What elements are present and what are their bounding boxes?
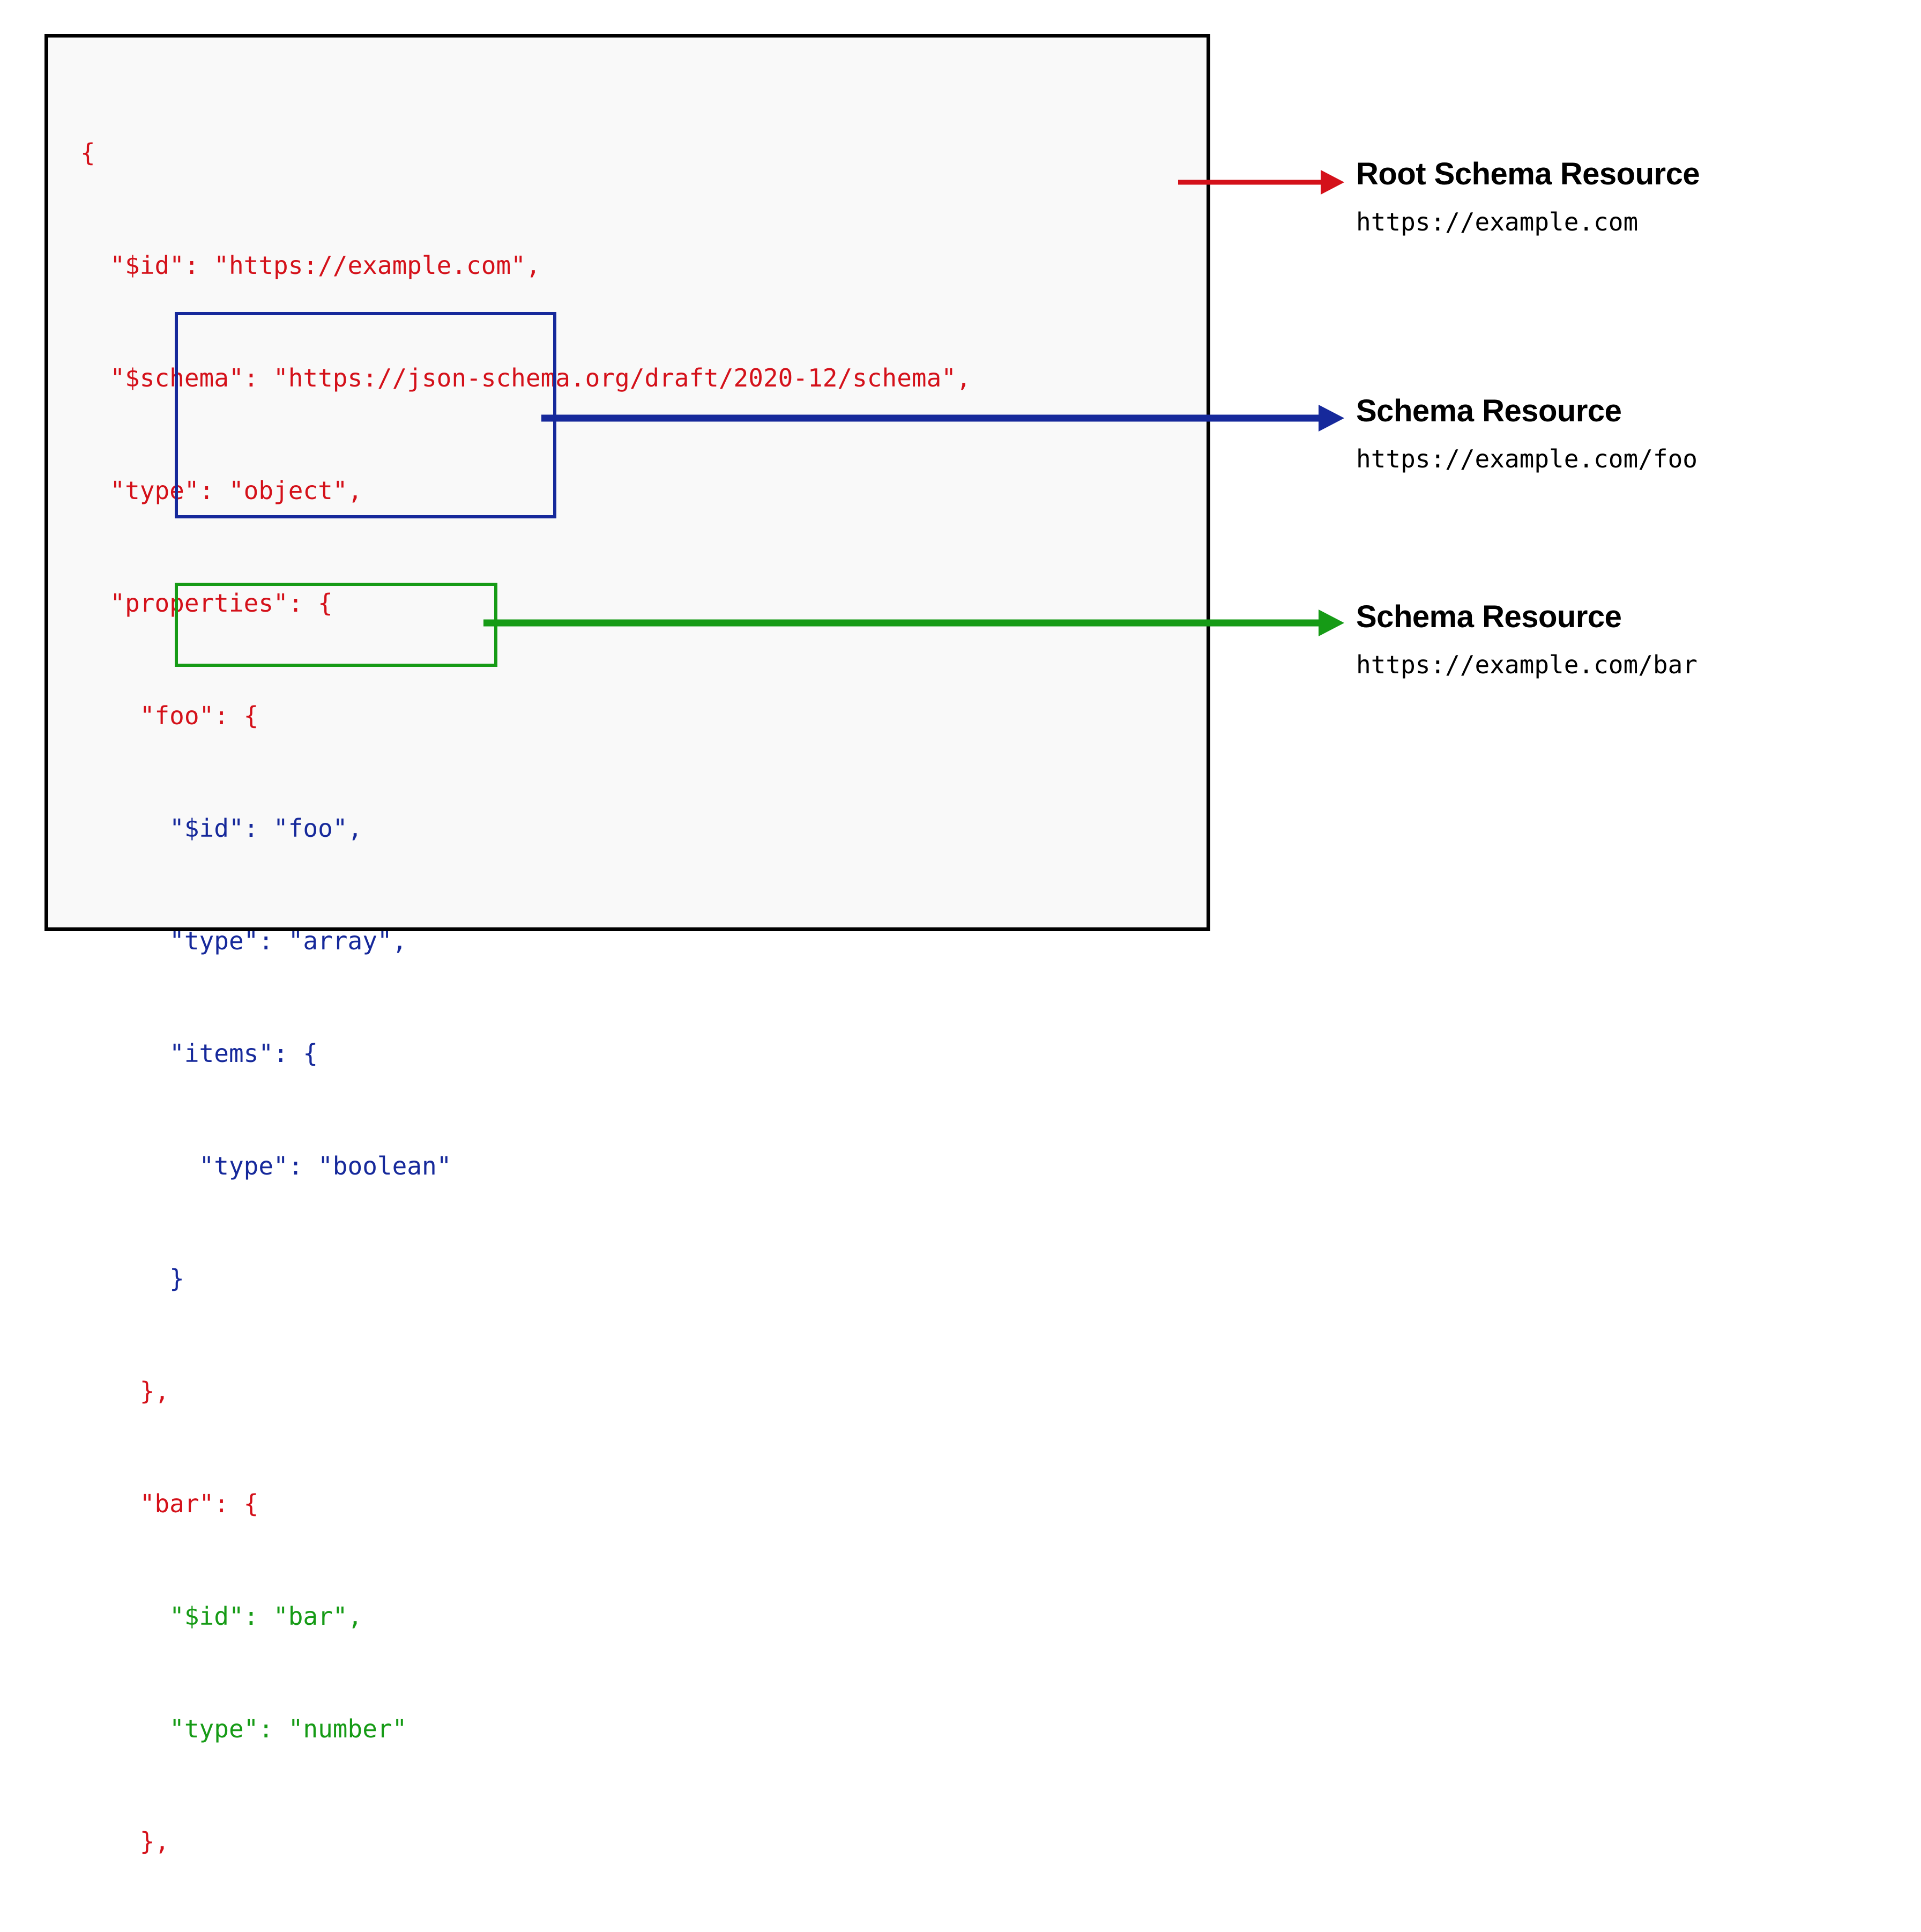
code-line: "properties": {	[80, 589, 333, 618]
code-line: {	[80, 138, 95, 167]
callout-foo-schema-resource: Schema Resource https://example.com/foo	[1356, 393, 1697, 474]
root-schema-arrow	[1178, 170, 1344, 195]
callout-uri: https://example.com/foo	[1356, 444, 1697, 473]
callout-uri: https://example.com/bar	[1356, 650, 1697, 679]
code-line: "type": "array",	[80, 926, 407, 955]
callout-uri: https://example.com	[1356, 207, 1639, 236]
code-line: "bar": {	[80, 1489, 259, 1518]
callout-root-schema-resource: Root Schema Resource https://example.com	[1356, 157, 1700, 237]
callout-title: Schema Resource	[1356, 393, 1622, 428]
code-line: "$id": "https://example.com",	[80, 251, 541, 280]
code-line: "type": "number"	[80, 1714, 407, 1743]
code-line: "$id": "foo",	[80, 814, 363, 843]
foo-schema-arrow	[541, 405, 1344, 432]
code-panel: { "$id": "https://example.com", "$schema…	[44, 34, 1210, 1856]
code-line: "$schema": "https://json-schema.org/draf…	[80, 363, 971, 392]
code-line: "foo": {	[80, 701, 259, 730]
bar-schema-arrow	[483, 610, 1344, 636]
callout-title: Root Schema Resource	[1356, 157, 1700, 191]
callout-title: Schema Resource	[1356, 599, 1622, 634]
callout-bar-schema-resource: Schema Resource https://example.com/bar	[1356, 599, 1697, 680]
code-line: "items": {	[80, 1039, 318, 1068]
code-line: "$id": "bar",	[80, 1602, 363, 1631]
code-line: "type": "object",	[80, 476, 363, 505]
code-line: },	[80, 1827, 170, 1856]
json-code-block: { "$id": "https://example.com", "$schema…	[80, 59, 971, 1932]
code-line: }	[80, 1264, 184, 1293]
code-line: "type": "boolean"	[80, 1151, 452, 1180]
code-line: },	[80, 1377, 170, 1406]
